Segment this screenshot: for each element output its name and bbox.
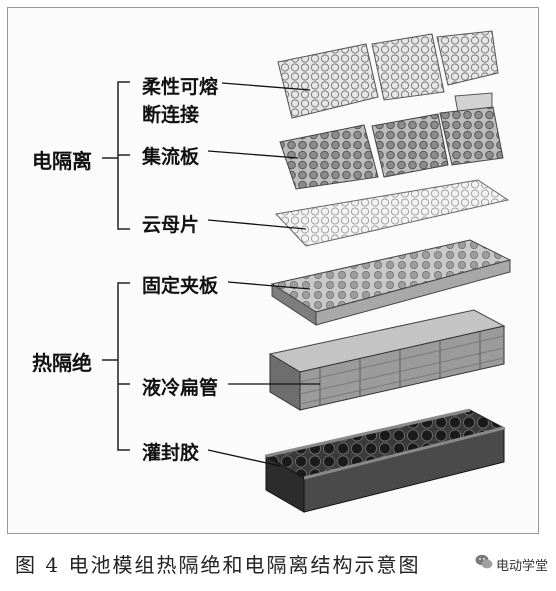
fixing-plate-layer	[270, 239, 512, 326]
electrical-isolation-bracket	[102, 81, 130, 230]
label-fusible-line1: 柔性可熔	[142, 76, 219, 98]
leader-fusible	[221, 82, 311, 91]
leader-collector	[207, 150, 299, 159]
label-fixing-plate: 固定夹板	[142, 275, 219, 297]
collector-plate-layer	[279, 106, 504, 190]
cooling-tube-layer	[268, 309, 506, 411]
leader-potting	[207, 449, 281, 467]
watermark-text: 电动学堂	[495, 558, 548, 574]
potting-compound-layer	[264, 408, 506, 513]
fusible-connection-layer	[277, 30, 499, 119]
label-collector: 集流板	[142, 146, 200, 168]
group-electrical-isolation: 电隔离	[32, 149, 92, 173]
figure-caption: 图 4 电池模组热隔绝和电隔离结构示意图	[15, 553, 421, 577]
leader-fixing	[227, 281, 311, 290]
label-cooling-tube: 液冷扁管	[142, 377, 219, 399]
mica-sheet-layer	[274, 179, 510, 247]
label-mica: 云母片	[142, 214, 200, 236]
group-thermal-isolation: 热隔绝	[32, 351, 92, 375]
wechat-logo-icon	[475, 554, 493, 574]
leader-lines	[207, 82, 320, 467]
label-fusible-line2: 断连接	[142, 104, 200, 126]
leader-mica	[207, 219, 307, 230]
thermal-isolation-bracket	[102, 282, 130, 451]
watermark: 电动学堂	[474, 554, 548, 574]
label-potting: 灌封胶	[142, 442, 200, 464]
